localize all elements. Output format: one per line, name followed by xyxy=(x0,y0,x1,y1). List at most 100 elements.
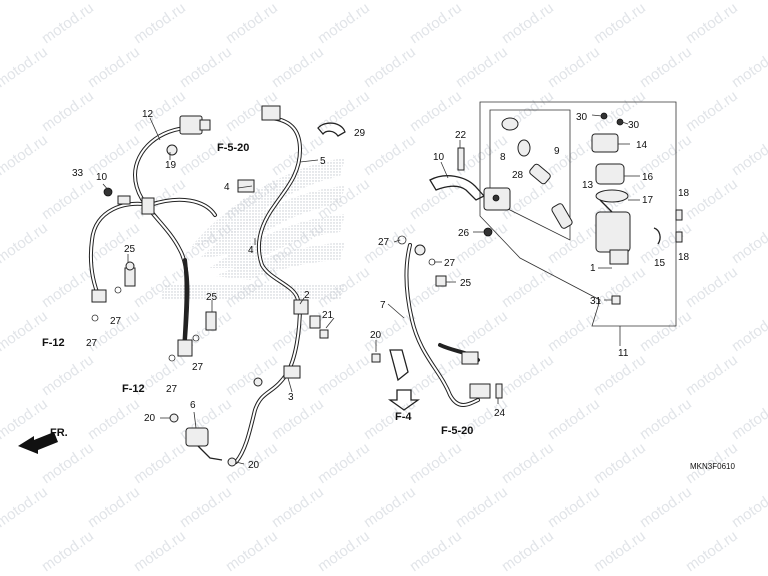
watermark-text: motod.ru xyxy=(315,351,373,399)
watermark-text: motod.ru xyxy=(0,0,51,3)
callout-5: 5 xyxy=(320,156,326,167)
callout-31a: 30 xyxy=(576,112,588,123)
callout-22b: 20 xyxy=(248,460,260,471)
watermark-text: motod.ru xyxy=(453,307,511,355)
watermark-text: motod.ru xyxy=(545,483,603,531)
callout-9: 10 xyxy=(96,172,108,183)
watermark-text: motod.ru xyxy=(683,351,741,399)
watermark-text: motod.ru xyxy=(407,175,465,223)
watermark-text: motod.ru xyxy=(637,483,695,531)
watermark-text: motod.ru xyxy=(545,0,603,3)
callout-31b: 30 xyxy=(628,120,640,131)
callout-2: 2 xyxy=(304,290,310,301)
watermark-text: motod.ru xyxy=(729,219,768,267)
watermark-text: motod.ru xyxy=(637,395,695,443)
callout-14: 15 xyxy=(654,258,666,269)
watermark-text: motod.ru xyxy=(729,131,768,179)
watermark-text: motod.ru xyxy=(361,43,419,91)
callout-3: 3 xyxy=(288,392,294,403)
watermark-text: motod.ru xyxy=(683,263,741,311)
watermark-text: motod.ru xyxy=(269,483,327,531)
watermark-text: motod.ru xyxy=(499,0,557,47)
watermark-text: motod.ru xyxy=(361,131,419,179)
watermark-text: motod.ru xyxy=(39,527,97,575)
callout-30: 28 xyxy=(512,170,524,181)
callout-28d: 27 xyxy=(166,384,178,395)
watermark-text: motod.ru xyxy=(729,307,768,355)
watermark-text: motod.ru xyxy=(729,483,768,531)
brand-logo xyxy=(160,158,345,300)
callout-6: 6 xyxy=(190,400,196,411)
callout-13: 14 xyxy=(636,140,648,151)
watermark-text: motod.ru xyxy=(39,439,97,487)
callout-23: 21 xyxy=(322,310,334,321)
watermark-text: motod.ru xyxy=(591,0,649,47)
diagram-code: MKN3F0610 xyxy=(690,462,735,471)
watermark-text: motod.ru xyxy=(39,0,97,47)
callout-28e: 27 xyxy=(378,237,390,248)
watermark-text: motod.ru xyxy=(85,0,143,3)
callout-21: 19 xyxy=(165,160,177,171)
callout-1: 1 xyxy=(590,263,596,274)
callout-17: 9 xyxy=(554,146,560,157)
watermark-text: motod.ru xyxy=(85,43,143,91)
watermark-text: motod.ru xyxy=(499,351,557,399)
watermark-text: motod.ru xyxy=(177,43,235,91)
watermark-text: motod.ru xyxy=(545,219,603,267)
ref-f-12-left: F-12 xyxy=(42,337,65,349)
callout-20b: 18 xyxy=(678,252,690,263)
watermark-text: motod.ru xyxy=(453,219,511,267)
watermark-text: motod.ru xyxy=(637,43,695,91)
ref-f-5-20-top: F-5-20 xyxy=(217,142,249,154)
callout-15: 16 xyxy=(642,172,654,183)
watermark-text: motod.ru xyxy=(683,87,741,135)
watermark-text: motod.ru xyxy=(39,87,97,135)
watermark-text: motod.ru xyxy=(729,395,768,443)
watermark-text: motod.ru xyxy=(591,439,649,487)
watermark-text: motod.ru xyxy=(729,43,768,91)
watermark-text: motod.ru xyxy=(407,439,465,487)
watermark-text: motod.ru xyxy=(315,439,373,487)
watermark-text: motod.ru xyxy=(223,0,281,47)
callout-4a: 4 xyxy=(224,182,230,193)
watermark-text: motod.ru xyxy=(361,0,419,3)
watermark-text: motod.ru xyxy=(131,527,189,575)
watermark-text: motod.ru xyxy=(39,351,97,399)
watermark-text: motod.ru xyxy=(39,263,97,311)
callout-26c: 25 xyxy=(460,278,472,289)
watermark-text: motod.ru xyxy=(131,439,189,487)
callout-18: 10 xyxy=(433,152,445,163)
callout-26a: 25 xyxy=(124,244,136,255)
callout-28c: 27 xyxy=(192,362,204,373)
svg-text:FR.: FR. xyxy=(50,427,68,439)
front-brake-hose-assembly xyxy=(89,105,346,467)
watermark-text: motod.ru xyxy=(407,0,465,47)
callout-10: 8 xyxy=(500,152,506,163)
watermark-text: motod.ru xyxy=(177,0,235,3)
watermark-text: motod.ru xyxy=(545,43,603,91)
callout-20a: 18 xyxy=(678,188,690,199)
ref-f-4: F-4 xyxy=(395,411,412,423)
ref-f-12-mid: F-12 xyxy=(122,383,145,395)
watermark-text: motod.ru xyxy=(361,483,419,531)
leader-lines xyxy=(102,114,640,465)
callout-22a: 20 xyxy=(144,413,156,424)
section-references: F-5-20 F-12 F-12 F-4 F-5-20 xyxy=(42,142,473,437)
callout-8: 12 xyxy=(142,109,154,120)
watermark-text: motod.ru xyxy=(499,439,557,487)
watermark-text: motod.ru xyxy=(407,351,465,399)
callout-27: 26 xyxy=(458,228,470,239)
callout-25: 24 xyxy=(494,408,506,419)
callout-labels: 12 33 10 19 4 4 5 29 25 27 27 25 27 27 2… xyxy=(72,109,690,471)
callout-16: 17 xyxy=(642,195,654,206)
callout-29: 29 xyxy=(354,128,366,139)
watermark-text: motod.ru xyxy=(269,0,327,3)
callout-33: 33 xyxy=(72,168,84,179)
watermark-text: motod.ru xyxy=(729,0,768,3)
watermark-text: motod.ru xyxy=(269,395,327,443)
watermark-text: motod.ru xyxy=(131,0,189,47)
watermark-text: motod.ru xyxy=(453,483,511,531)
